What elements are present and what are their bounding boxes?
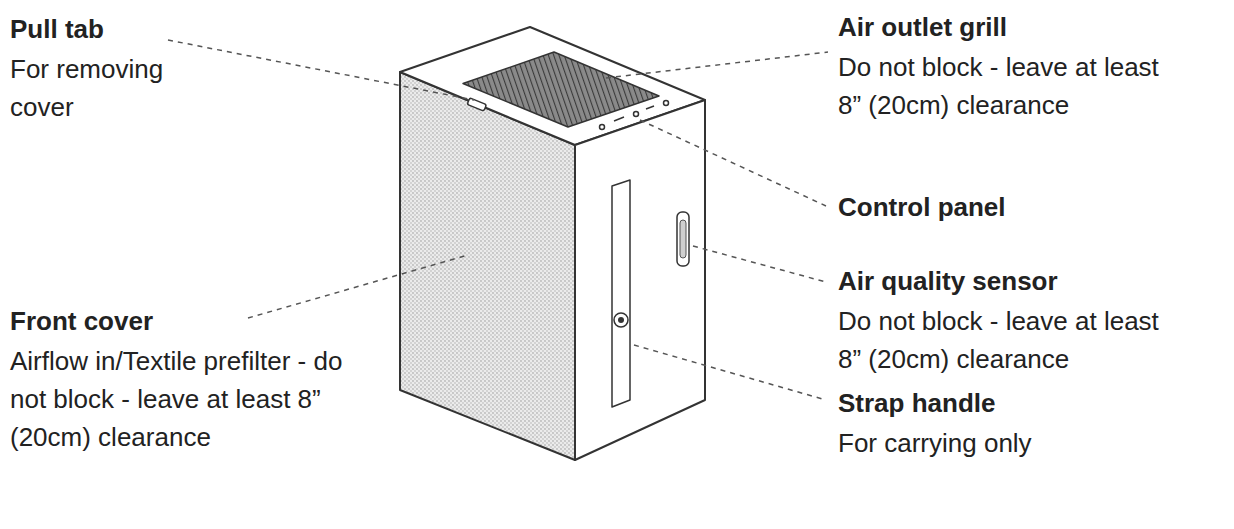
part-note: Do not block - leave at least 8” (20cm) … (838, 48, 1183, 124)
control-panel (600, 101, 669, 130)
side-face (575, 100, 705, 460)
leader-line (248, 255, 468, 318)
part-name: Strap handle (838, 384, 1218, 422)
strap-handle (612, 180, 630, 407)
part-note: Airflow in/Textile prefilter - do not bl… (10, 342, 350, 456)
leader-line (640, 120, 826, 206)
leader-line (634, 345, 826, 400)
leader-line (168, 40, 474, 100)
pull-tab (467, 98, 486, 111)
handle-button-ring (614, 313, 628, 327)
leader-line (693, 246, 826, 282)
part-note: Do not block - leave at least 8” (20cm) … (838, 302, 1183, 378)
outlet-grill (463, 52, 659, 127)
part-name: Air outlet grill (838, 8, 1218, 46)
part-note: For removing cover (10, 50, 210, 126)
part-note: For carrying only (838, 424, 1218, 462)
part-name: Control panel (838, 188, 1218, 226)
air-quality-sensor (677, 212, 689, 266)
leader-line (606, 52, 828, 78)
part-name: Front cover (10, 302, 390, 340)
sensor-window (680, 220, 686, 258)
part-name: Pull tab (10, 10, 270, 48)
part-name: Air quality sensor (838, 262, 1218, 300)
handle-button (618, 317, 624, 323)
